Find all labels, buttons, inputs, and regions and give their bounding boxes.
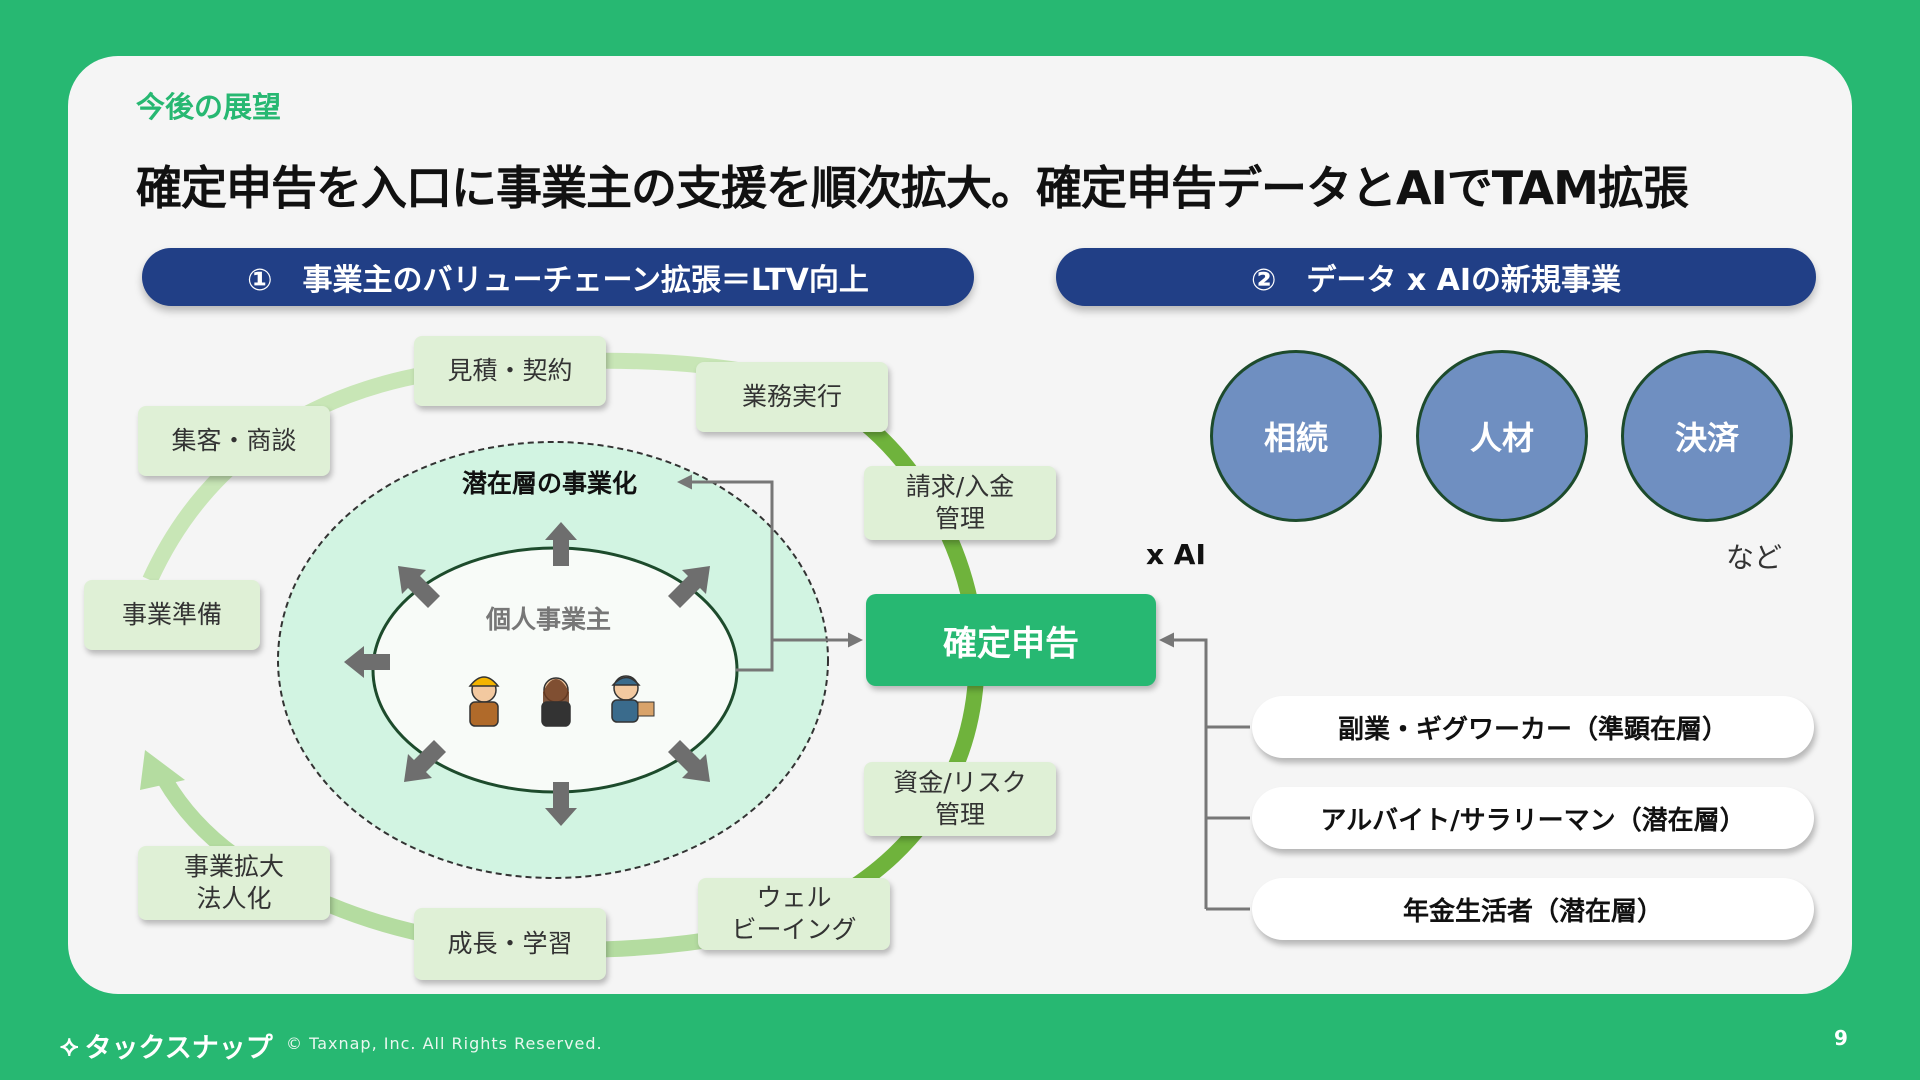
step-preparation: 事業準備 [84,580,260,650]
segment-part-time-salaried: アルバイト/サラリーマン（潜在層） [1252,787,1814,849]
step-billing: 請求/入金 管理 [864,466,1056,540]
logo-mark-icon: ⟡ [60,1028,79,1062]
connector-to-latent [677,474,774,672]
segment-side-gig: 副業・ギグワーカー（準顕在層） [1252,696,1814,758]
step-wellbeing: ウェル ビーイング [698,878,890,950]
radial-arrows [344,522,710,826]
pillar-right-banner: ② データ x AIの新規事業 [1056,248,1816,306]
radial-arrow-downright [668,740,710,782]
copyright: © Taxnap, Inc. All Rights Reserved. [286,1034,603,1053]
x-ai-label: x AI [1146,538,1206,571]
step-growth: 成長・学習 [414,908,606,980]
segment-pensioners: 年金生活者（潜在層） [1252,878,1814,940]
individual-label: 個人事業主 [485,605,611,634]
step-estimate-contract: 見積・契約 [414,336,606,406]
radial-arrow-up [545,522,577,566]
brand-logo: ⟡ タックスナップ [60,1026,273,1065]
connector-segments-to-core [1159,632,1250,729]
worker-icon [468,676,500,727]
radial-arrow-upleft [398,566,440,608]
bubble-talent: 人材 [1416,350,1588,522]
step-customer-acquisition: 集客・商談 [138,406,330,476]
section-label: 今後の展望 [136,90,282,124]
woman-tools-icon [541,677,571,727]
pillar-left-banner: ① 事業主のバリューチェーン拡張＝LTV向上 [142,248,974,306]
core-tax-filing: 確定申告 [866,594,1156,686]
radial-arrow-down [545,782,577,826]
cycle-ring-bottom [158,775,742,958]
page-title: 確定申告を入口に事業主の支援を順次拡大。確定申告データとAIでTAM拡張 [136,161,1689,215]
etc-label: など [1726,541,1783,574]
logo-text: タックスナップ [84,1033,273,1064]
delivery-icon [611,675,655,723]
page-number: 9 [1834,1026,1848,1050]
radial-arrow-downleft [404,740,446,782]
cycle-arrowhead [140,750,185,790]
latent-layer-label: 潜在層の事業化 [462,469,637,498]
step-incorporation: 事業拡大 法人化 [138,846,330,920]
bubble-payment: 決済 [1621,350,1793,522]
radial-arrow-left [344,646,390,678]
radial-arrow-upright [668,566,710,608]
step-operations: 業務実行 [696,362,888,432]
bubble-inheritance: 相続 [1210,350,1382,522]
step-finance-risk: 資金/リスク 管理 [864,762,1056,836]
